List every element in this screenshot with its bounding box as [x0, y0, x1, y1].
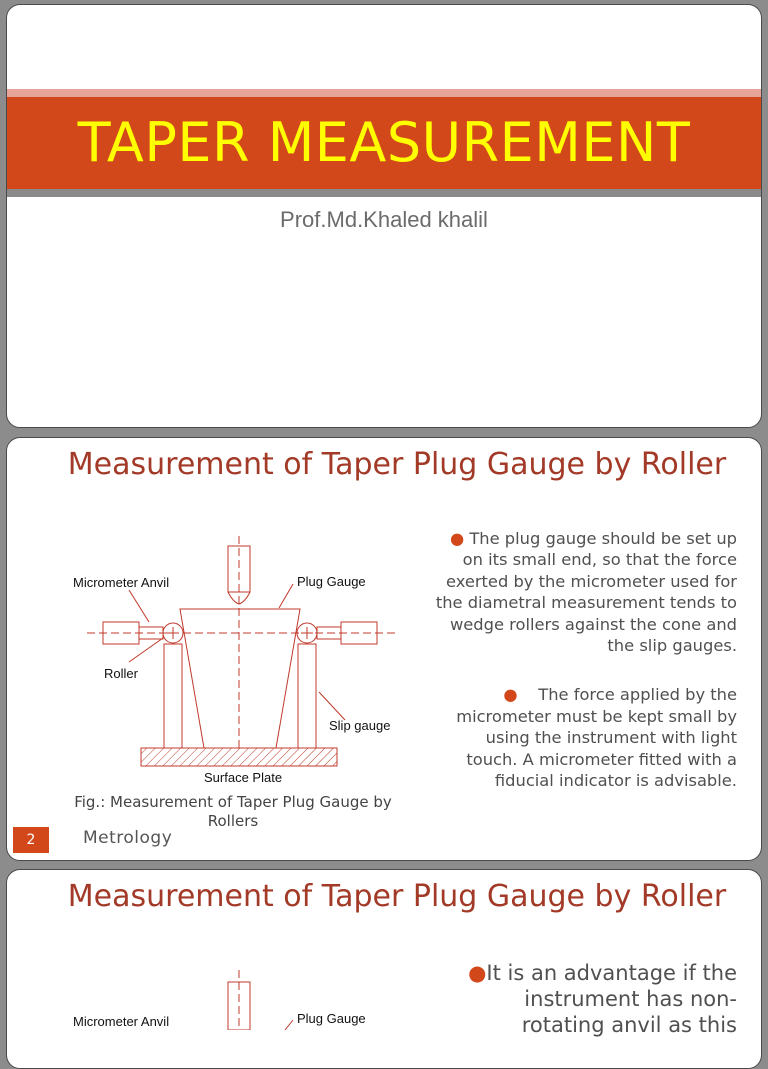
bullet-list: ● The plug gauge should be set up on its…: [433, 528, 737, 819]
bullet-item: ● The force applied by the micrometer mu…: [456, 685, 737, 791]
content-slide-3: Measurement of Taper Plug Gauge by Rolle…: [6, 869, 762, 1069]
presentation-author: Prof.Md.Khaled khalil: [280, 207, 488, 232]
title-band-top-stripe: [7, 89, 761, 97]
slide-title: Measurement of Taper Plug Gauge by Rolle…: [67, 879, 727, 914]
title-slide: TAPER MEASUREMENT Prof.Md.Khaled khalil: [6, 4, 762, 428]
bullet-line: instrument has non-: [524, 987, 737, 1011]
bullet-dot-icon: ●: [468, 961, 487, 985]
label-plug-gauge: Plug Gauge: [297, 1011, 366, 1026]
figure-caption: Fig.: Measurement of Taper Plug Gauge by…: [74, 793, 392, 830]
slide-title: Measurement of Taper Plug Gauge by Rolle…: [67, 447, 727, 482]
taper-plug-gauge-diagram: Micrometer Anvil Plug Gauge Roller Slip …: [73, 536, 395, 785]
content-slide-2: Measurement of Taper Plug Gauge by Rolle…: [6, 437, 762, 861]
presentation-title: TAPER MEASUREMENT: [77, 111, 691, 174]
micrometer-anvil-left: [102, 621, 140, 645]
label-roller: Roller: [104, 666, 139, 681]
label-slip-gauge: Slip gauge: [329, 718, 390, 733]
bullet-dot-icon: ●: [449, 529, 465, 548]
slip-gauge-right: [297, 643, 317, 749]
slide-number: 2: [13, 827, 49, 853]
label-plug-gauge: Plug Gauge: [297, 574, 366, 589]
bullet-list: ●It is an advantage if the instrument ha…: [437, 960, 737, 1038]
slip-gauge-left: [163, 643, 183, 749]
label-micrometer-anvil: Micrometer Anvil: [73, 1014, 169, 1029]
surface-plate-shape: [140, 747, 338, 767]
bullet-line: ●It is an advantage if the: [468, 961, 737, 985]
bullet-item: ● The plug gauge should be set up on its…: [435, 529, 737, 656]
label-micrometer-anvil: Micrometer Anvil: [73, 575, 169, 590]
taper-plug-gauge-diagram: Micrometer Anvil Plug Gauge: [73, 970, 366, 1030]
title-band: [7, 97, 761, 189]
slide-footer: Metrology: [83, 828, 173, 848]
bullet-dot-icon: ●: [503, 685, 518, 705]
label-surface-plate: Surface Plate: [204, 770, 282, 785]
plug-gauge-shape: [179, 608, 301, 749]
bullet-line: rotating anvil as this: [521, 1013, 737, 1037]
title-band-bottom-stripe: [7, 189, 761, 197]
